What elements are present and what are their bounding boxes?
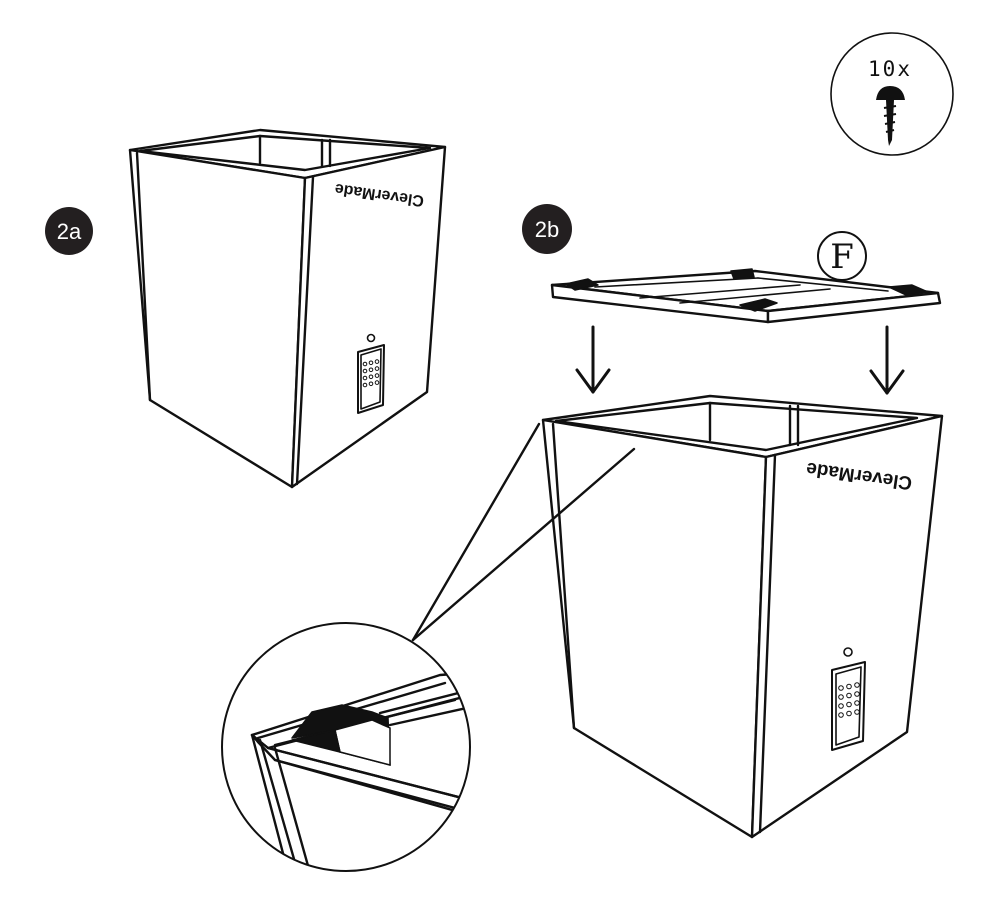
- keypad-key: [362, 375, 368, 381]
- step-2a-badge: 2a: [45, 207, 93, 255]
- box-2b: CleverMade: [541, 394, 944, 839]
- screw-icon: [876, 86, 905, 146]
- keypad-key: [374, 366, 380, 371]
- keypad-key: [854, 691, 860, 697]
- box-2a: CleverMade: [128, 128, 447, 489]
- arrow-down-right-icon: [869, 325, 905, 395]
- keypad-key: [838, 685, 844, 691]
- keypad-2a: [357, 333, 385, 414]
- keypad-key: [846, 701, 852, 708]
- keypad-key: [368, 360, 374, 366]
- keypad-key: [854, 709, 860, 715]
- zoom-callout-lines: [411, 422, 636, 642]
- keypad-key: [838, 703, 844, 709]
- zoom-detail-circle: [221, 622, 471, 872]
- keypad-key: [846, 692, 852, 699]
- keypad-key: [838, 694, 844, 700]
- keypad-key: [374, 359, 380, 364]
- part-f-label: F: [830, 237, 854, 277]
- keypad-key: [838, 712, 844, 718]
- keypad-key: [846, 683, 852, 690]
- keypad-key: [854, 682, 860, 688]
- lid-panel-f: [550, 268, 942, 324]
- keypad-key: [362, 361, 368, 367]
- keypad-key: [362, 368, 368, 374]
- step-2b-badge: 2b: [522, 204, 572, 254]
- keypad-key: [846, 710, 852, 717]
- step-2b-label: 2b: [535, 217, 559, 242]
- keypad-key: [362, 382, 368, 388]
- keypad-key: [368, 374, 374, 380]
- keypad-key: [368, 367, 374, 373]
- keypad-key: [374, 373, 380, 378]
- arrow-down-left-icon: [575, 325, 611, 394]
- keypad-key: [854, 700, 860, 706]
- keypad-2b: [831, 647, 866, 751]
- part-f-callout: F: [817, 231, 867, 281]
- hardware-callout: 10x: [830, 32, 954, 156]
- hardware-quantity: 10x: [868, 57, 912, 81]
- keypad-key: [374, 380, 380, 385]
- step-2a-label: 2a: [57, 219, 82, 244]
- keypad-key: [368, 381, 374, 387]
